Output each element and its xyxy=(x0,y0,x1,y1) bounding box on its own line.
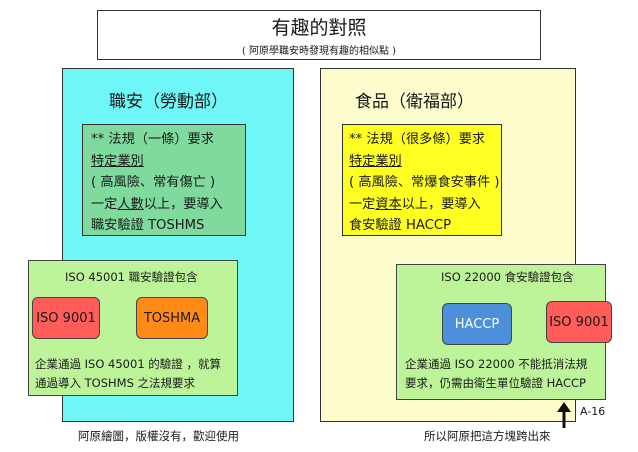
labor-heading: 職安（勞動部） xyxy=(109,92,228,112)
food-iso-note-1: 企業通過 ISO 22000 不能抵消法規 xyxy=(405,357,588,371)
figure-code: A-16 xyxy=(580,405,606,418)
labor-iso-heading: ISO 45001 職安驗證包含 xyxy=(65,270,198,284)
food-reg-line-4: 一定資本以上，要導入 xyxy=(349,194,501,216)
labor-reg-line-4: 一定人數以上，要導入 xyxy=(91,194,245,216)
labor-reg-line-1: ** 法規（一條）要求 xyxy=(91,132,214,147)
up-arrow-icon xyxy=(557,402,571,428)
labor-reg-line-3: ( 高風險、常有傷亡 ) xyxy=(91,175,216,190)
food-iso-note-2: 要求，仍需由衛生單位驗證 HACCP xyxy=(405,376,586,390)
food-reg-line-4-c: 以上，要導入 xyxy=(401,196,481,212)
labor-regulation-box: ** 法規（一條）要求 特定業別 ( 高風險、常有傷亡 ) 一定人數以上，要導入… xyxy=(82,124,246,236)
page-title: 有趣的對照 xyxy=(271,17,367,39)
food-reg-line-4-b: 資本 xyxy=(375,196,402,212)
page-subtitle: ( 阿原學職安時發現有趣的相似點 ) xyxy=(241,46,397,57)
labor-iso-note-1: 企業通過 ISO 45001 的驗證 ，就算 xyxy=(35,357,221,371)
toshma-box: TOSHMA xyxy=(136,297,208,339)
food-regulation-box: ** 法規（很多條）要求 特定業別 ( 高風險、常爆食安事件 ) 一定資本以上，… xyxy=(342,124,502,236)
labor-reg-line-2: 特定業別 xyxy=(91,153,144,169)
title-box: 有趣的對照 ( 阿原學職安時發現有趣的相似點 ) xyxy=(97,10,541,60)
food-reg-line-1: ** 法規（很多條）要求 xyxy=(349,132,486,147)
iso9001-box-food: ISO 9001 xyxy=(546,301,612,343)
food-reg-line-3: ( 高風險、常爆食安事件 ) xyxy=(349,175,500,190)
labor-reg-line-5: 職安驗證 TOSHMS xyxy=(91,218,205,233)
food-reg-line-5: 食安驗證 HACCP xyxy=(349,218,452,233)
labor-reg-line-4-a: 一定 xyxy=(91,196,118,212)
haccp-box: HACCP xyxy=(442,303,512,345)
labor-reg-line-4-b: 人數 xyxy=(117,196,144,212)
labor-reg-line-4-c: 以上，要導入 xyxy=(143,196,223,212)
food-iso-heading: ISO 22000 食安驗證包含 xyxy=(441,270,574,284)
food-heading: 食品（衛福部） xyxy=(355,92,474,112)
labor-iso-note-2: 通過導入 TOSHMS 之法規要求 xyxy=(35,376,196,390)
iso9001-box-labor: ISO 9001 xyxy=(32,297,100,339)
footer-right-note: 所以阿原把這方塊跨出來 xyxy=(424,429,551,443)
food-reg-line-4-a: 一定 xyxy=(349,196,376,212)
food-reg-line-2: 特定業別 xyxy=(349,153,402,169)
footer-left-note: 阿原繪圖，版權沒有，歡迎使用 xyxy=(78,429,239,443)
